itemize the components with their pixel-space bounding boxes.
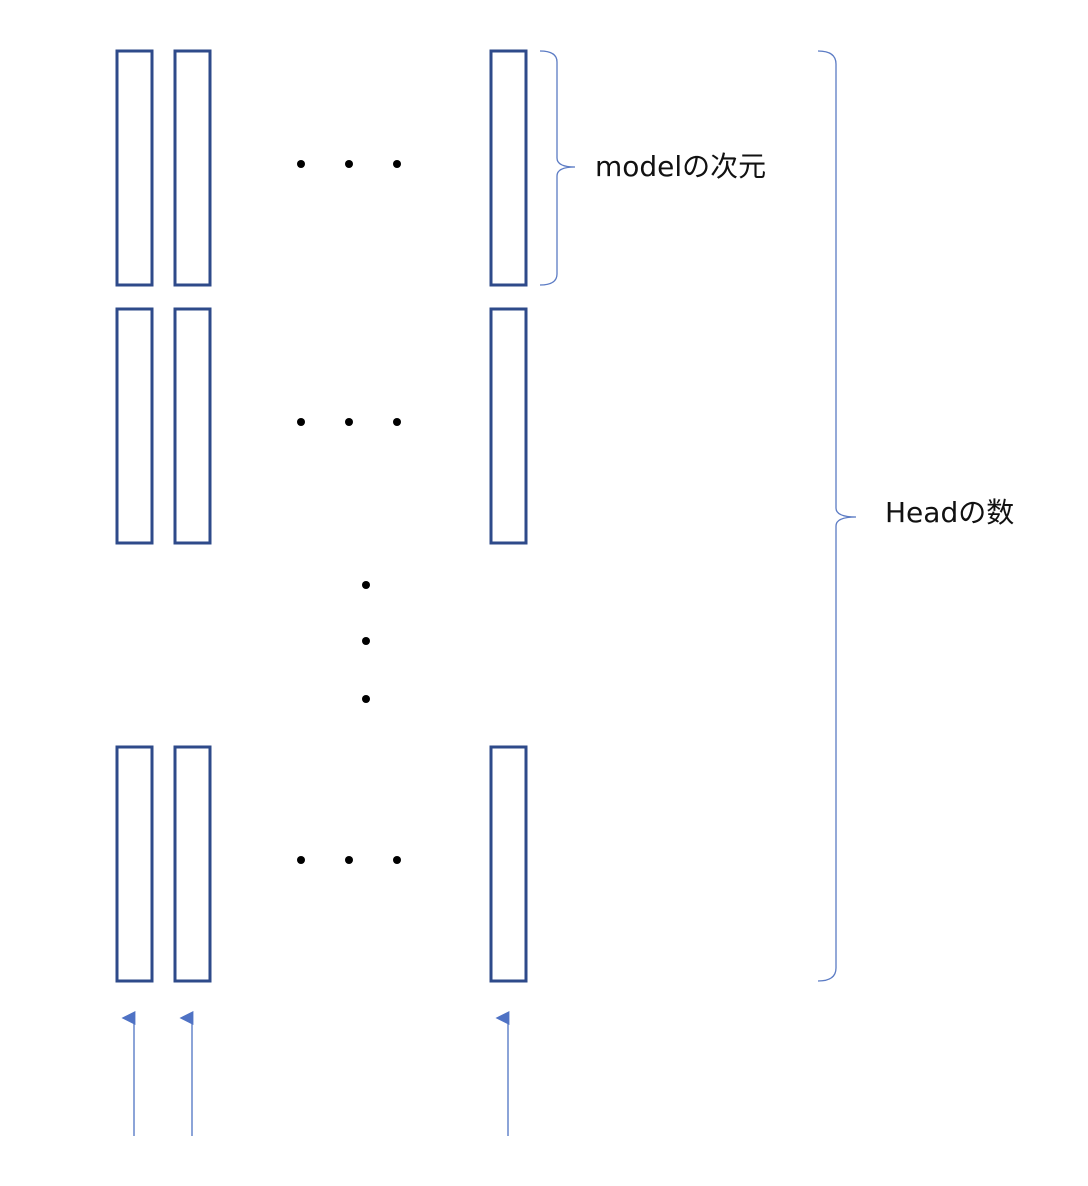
horizontal-ellipsis xyxy=(297,418,401,426)
vector-box xyxy=(115,49,154,287)
vector-box xyxy=(173,745,212,983)
head-group-2 xyxy=(115,307,528,545)
head-count-brace xyxy=(817,50,857,982)
head-count-label: Headの数 xyxy=(885,496,1014,529)
vector-box xyxy=(489,307,528,545)
vector-box xyxy=(173,49,212,287)
input-arrows xyxy=(121,1011,510,1136)
model-dim-brace xyxy=(539,50,576,286)
vector-box xyxy=(115,745,154,983)
horizontal-ellipsis xyxy=(297,160,401,168)
vertical-ellipsis xyxy=(362,581,370,703)
vector-box xyxy=(489,745,528,983)
vector-box xyxy=(489,49,528,287)
head-group-1 xyxy=(115,49,528,287)
horizontal-ellipsis xyxy=(297,856,401,864)
model-dim-label: modelの次元 xyxy=(595,150,766,183)
head-group-3 xyxy=(115,745,528,983)
vector-box xyxy=(115,307,154,545)
vector-box xyxy=(173,307,212,545)
